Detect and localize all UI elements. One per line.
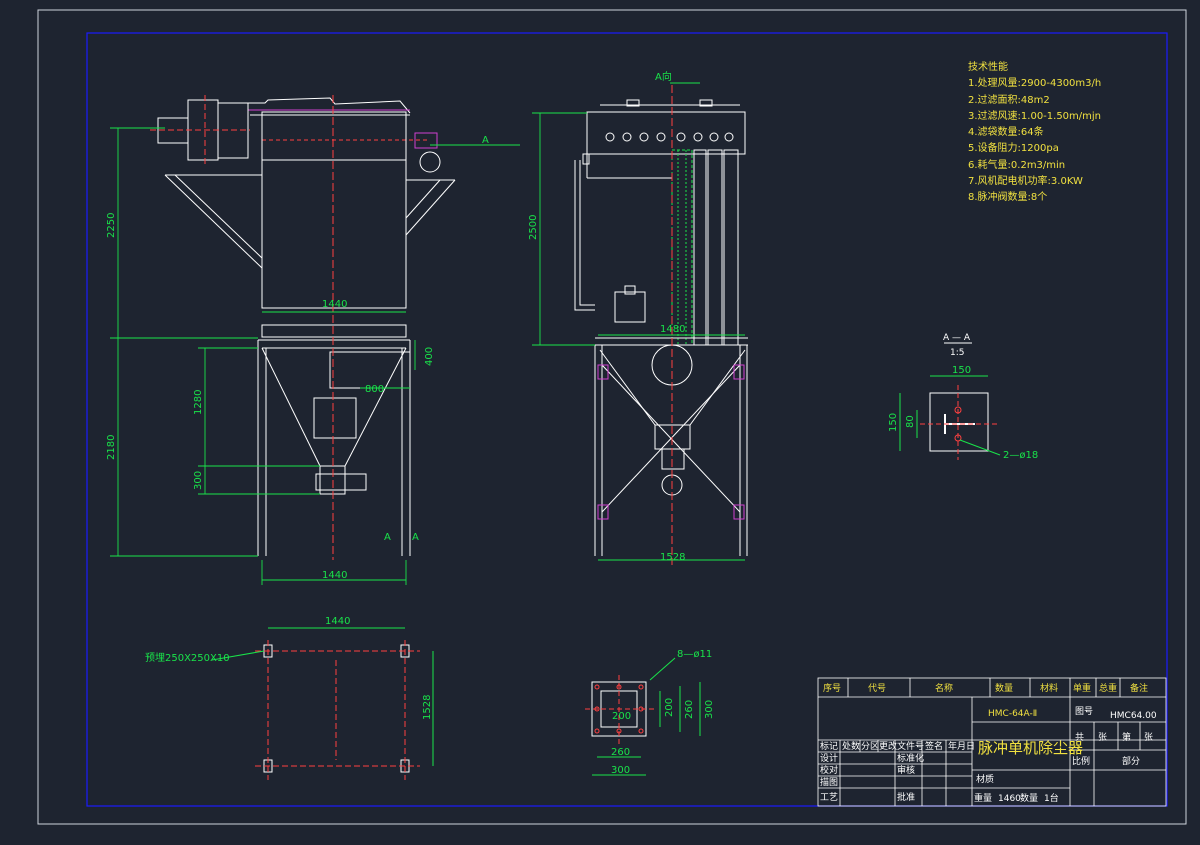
sheet-border <box>37 9 1187 825</box>
review-label: 审核 <box>897 764 915 776</box>
plate-hole-note: 8—ø11 <box>677 649 712 660</box>
dim-1440-top: 1440 <box>322 299 347 310</box>
drawing-label: 描图 <box>820 776 838 788</box>
dim-2250: 2250 <box>106 213 117 238</box>
header-total-weight: 总重 <box>1099 682 1117 694</box>
section-aa-scale: 1:5 <box>950 348 964 358</box>
technical-spec: 技术性能 1.处理风量:2900-4300m3/h 2.过滤面积:48m2 3.… <box>968 60 1101 207</box>
change-date: 年月日 <box>948 740 975 752</box>
sheet-no: 第 <box>1122 731 1131 743</box>
plate-dim-200-v: 200 <box>664 698 675 717</box>
qty-label: 数量 <box>1020 792 1038 804</box>
material-label: 材质 <box>976 773 994 785</box>
plan-view <box>211 627 434 780</box>
dim-1280: 1280 <box>193 390 204 415</box>
drawing-no: HMC64.00 <box>1110 711 1157 721</box>
tech-spec-item: 4.滤袋数量:64条 <box>968 127 1044 139</box>
plan-dim-1440: 1440 <box>325 616 350 627</box>
dim-1440-bottom: 1440 <box>322 570 347 581</box>
plate-dim-200-inner: 200 <box>612 711 631 722</box>
title-block <box>817 677 1167 807</box>
sheet-label2: 张 <box>1144 732 1153 743</box>
section-aa-dim-80: 80 <box>905 415 916 428</box>
section-aa-dim-150-top: 150 <box>952 365 971 376</box>
change-count: 处数 <box>842 740 860 752</box>
header-remark: 备注 <box>1130 682 1148 694</box>
part-label: 部分 <box>1122 755 1140 767</box>
standardize-label: 标准化 <box>897 752 924 764</box>
header-material: 材料 <box>1040 682 1058 694</box>
tech-spec-item: 7.风机配电机功率:3.0KW <box>968 176 1083 188</box>
model-number: HMC-64A-Ⅱ <box>988 709 1037 719</box>
dim-800: 800 <box>365 384 384 395</box>
section-aa-title: A — A <box>943 333 971 343</box>
section-marker-a-right: A <box>482 135 489 146</box>
sheets-total: 共 <box>1075 732 1084 743</box>
header-name: 名称 <box>935 682 953 694</box>
section-aa-dim-150-left: 150 <box>888 413 899 432</box>
tech-spec-item: 1.处理风量:2900-4300m3/h <box>968 78 1102 90</box>
header-code: 代号 <box>868 683 886 694</box>
tech-spec-item: 3.过滤风速:1.00-1.50m/mjn <box>968 110 1102 122</box>
header-unit-weight: 单重 <box>1073 682 1091 694</box>
plate-dim-300-h: 300 <box>611 765 630 776</box>
tech-spec-item: 8.脉冲阀数量:8个 <box>968 192 1048 204</box>
plate-dim-260-v: 260 <box>684 700 695 719</box>
dim-2180: 2180 <box>106 435 117 460</box>
qty-value: 1台 <box>1044 792 1059 804</box>
section-aa-hole-note: 2—ø18 <box>1003 450 1038 461</box>
plate-detail <box>585 657 701 776</box>
drawing-no-label: 图号 <box>1075 706 1093 717</box>
plan-dim-1528: 1528 <box>422 695 433 720</box>
plate-dim-260-h: 260 <box>611 747 630 758</box>
proofread-label: 校对 <box>820 764 838 776</box>
side-view-label: A向 <box>655 70 672 83</box>
tech-spec-item: 6.耗气量:0.2m3/min <box>968 159 1066 171</box>
approve-label: 批准 <box>897 791 915 803</box>
design-label: 设计 <box>820 752 838 764</box>
title-block-text: 序号 代号 名称 数量 材料 单重 总重 备注 HMC-64A-Ⅱ 图号 HMC… <box>820 682 1157 804</box>
side-view <box>574 85 748 565</box>
change-mark: 标记 <box>820 740 838 752</box>
tech-spec-heading: 技术性能 <box>968 62 1008 73</box>
tech-spec-item: 5.设备阻力:1200pa <box>968 143 1059 155</box>
header-no: 序号 <box>823 682 841 694</box>
section-marker-a-left: A <box>384 532 391 543</box>
dim-1480: 1480 <box>660 324 685 335</box>
plan-plate-note: 预埋250X250X10 <box>145 652 230 664</box>
side-view-dimensions <box>532 82 745 561</box>
dim-2500: 2500 <box>528 215 539 240</box>
tech-spec-item: 2.过滤面积:48m2 <box>968 94 1050 106</box>
weight-label: 重量 <box>974 792 992 804</box>
dim-300: 300 <box>193 471 204 490</box>
product-name: 脉冲单机除尘器 <box>978 739 1083 757</box>
change-zone: 分区 <box>861 741 879 752</box>
change-sign: 签名 <box>925 740 943 752</box>
header-qty: 数量 <box>995 682 1013 694</box>
dim-1528: 1528 <box>660 552 685 563</box>
section-marker-a-left2: A <box>412 532 419 543</box>
scale-label: 比例 <box>1072 755 1090 767</box>
plate-dim-300-v: 300 <box>704 700 715 719</box>
dim-400: 400 <box>424 347 435 366</box>
change-file: 更改文件号 <box>879 740 924 752</box>
weight-value: 1460 <box>998 794 1021 804</box>
front-view-dimensions <box>110 127 520 585</box>
section-aa <box>899 342 1001 460</box>
front-view <box>150 95 456 560</box>
sheets-label: 张 <box>1098 732 1107 743</box>
process-label: 工艺 <box>820 792 838 803</box>
drawing-frame <box>86 32 1168 807</box>
